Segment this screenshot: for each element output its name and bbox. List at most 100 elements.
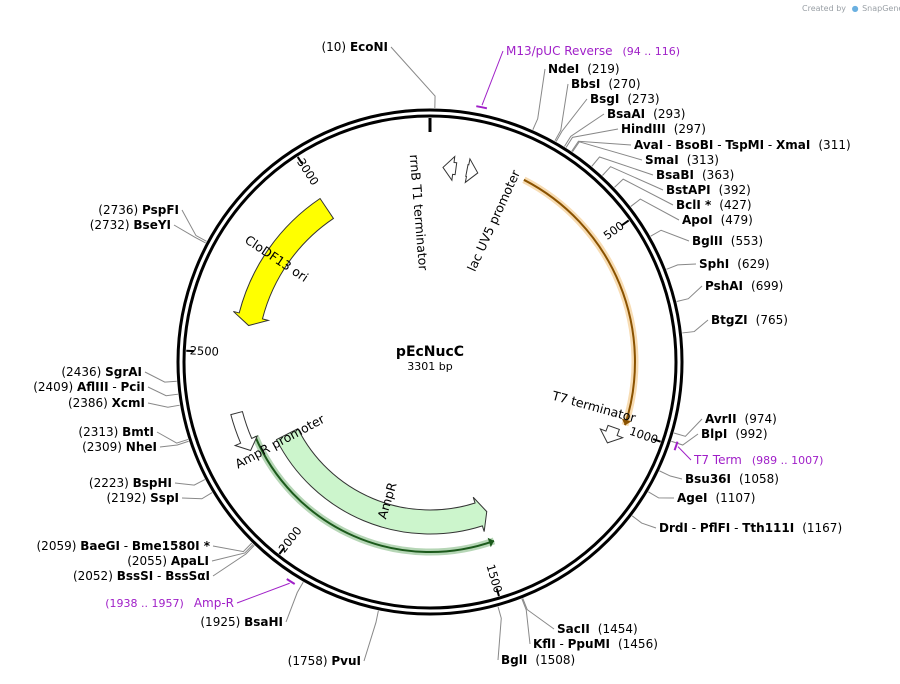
primer-leader-line (481, 50, 504, 106)
site-leader-line (181, 209, 207, 242)
site-bsphi[interactable]: (2223) BspHI (89, 476, 206, 490)
site-sspi[interactable]: (2192) SspI (106, 491, 213, 505)
feature-label-terminator-3: rrnB T1 terminator (407, 154, 431, 272)
site-bsu36i[interactable]: Bsu36I(1058) (659, 470, 779, 486)
site-afliii[interactable]: (2409) AflIII - PciI (33, 380, 179, 397)
site-leader-line (648, 491, 675, 499)
orf-arc (523, 178, 636, 426)
site-label: BsaBI(363) (656, 168, 734, 182)
site-avai[interactable]: AvaI - BsoBI - TspMI - XmaI(311) (571, 138, 851, 152)
site-leader-line (666, 263, 697, 270)
site-bsahi[interactable]: (1925) BsaHI (200, 581, 304, 629)
site-leader-line (591, 156, 654, 176)
feature-ampr (275, 428, 488, 535)
backbone-inner-circle (182, 114, 678, 610)
site-leader-line (363, 610, 379, 662)
site-bbsi[interactable]: BbsI(270) (554, 77, 641, 142)
site-layer: (10) EcoNINdeI(219)BbsI(270)BsgI(273)Bsa… (33, 40, 850, 668)
tick-label: 3000 (294, 156, 322, 188)
site-nhei[interactable]: (2309) NheI (82, 440, 189, 454)
site-apoi[interactable]: ApoI(479) (630, 198, 753, 227)
site-bcli[interactable]: BclI *(427) (614, 178, 752, 212)
site-drdi[interactable]: DrdI - PflFI - Tth111I(1167) (631, 515, 842, 535)
site-bglii[interactable]: BglII(553) (650, 229, 763, 248)
site-bsssi[interactable]: (2052) BssSI - BssSαI (73, 545, 255, 583)
tick-label: 2000 (276, 524, 305, 556)
site-leader-line (572, 141, 643, 161)
site-agei[interactable]: AgeI(1107) (648, 491, 755, 505)
site-label: BsgI(273) (590, 92, 660, 106)
credit-brand: SnapGene (862, 4, 900, 13)
site-apali[interactable]: (2055) ApaLI (127, 544, 254, 568)
primer-m13-puc-reverse[interactable]: M13/pUC Reverse(94 .. 116) (476, 44, 680, 110)
site-leader-line (676, 285, 703, 303)
site-label: SphI(629) (699, 257, 770, 271)
site-bmti[interactable]: (2313) BmtI (78, 425, 189, 444)
site-bsgi[interactable]: BsgI(273) (555, 92, 660, 142)
site-leader-line (521, 598, 531, 645)
site-smai[interactable]: SmaI(313) (572, 141, 719, 167)
tick-label: 2500 (189, 343, 219, 358)
backbone (176, 108, 684, 616)
site-label: (2409) AflIII - PciI (33, 380, 145, 394)
site-label: (2309) NheI (82, 440, 157, 454)
site-leader-line (147, 402, 180, 408)
site-label: PshAI(699) (705, 279, 783, 293)
plasmid-size: 3301 bp (407, 360, 452, 373)
site-leader-line (571, 140, 632, 152)
site-pshai[interactable]: PshAI(699) (676, 279, 784, 303)
site-kfli[interactable]: KflI - PpuMI(1456) (521, 598, 658, 651)
site-label: (1758) PvuI (288, 654, 361, 668)
site-leader-line (497, 606, 502, 661)
plasmid-name: pEcNucC (396, 344, 464, 360)
primer-leader-line (236, 582, 290, 604)
tick-mark (296, 156, 303, 165)
tick-mark (652, 438, 661, 443)
primer-label: T7 Term(989 .. 1007) (693, 453, 823, 467)
site-leader-line (673, 418, 703, 437)
site-label: AvaI - BsoBI - TspMI - XmaI(311) (634, 138, 851, 152)
orf-layer (251, 176, 639, 556)
tick-mark (495, 588, 500, 597)
site-hindiii[interactable]: HindIII(297) (565, 122, 706, 148)
site-baegi[interactable]: (2059) BaeGI - Bme1580I * (37, 539, 253, 553)
site-sphi[interactable]: SphI(629) (666, 257, 770, 271)
site-bstapi[interactable]: BstAPI(392) (602, 166, 751, 197)
site-leader-line (159, 440, 189, 448)
tick-mark (621, 219, 630, 226)
primer-amp-r[interactable]: (1938 .. 1957)Amp-R (105, 578, 296, 610)
site-leader-line (212, 545, 255, 577)
site-pvui[interactable]: (1758) PvuI (288, 610, 379, 668)
site-bgli[interactable]: BglI(1508) (497, 606, 575, 667)
site-bsabi[interactable]: BsaBI(363) (591, 156, 734, 182)
site-blpi[interactable]: BlpI(992) (671, 427, 768, 446)
site-label: SacII(1454) (557, 622, 638, 636)
site-econi[interactable]: (10) EcoNI (321, 40, 436, 109)
site-pspfi[interactable]: (2736) PspFI (98, 203, 207, 242)
primer-arc (673, 441, 679, 451)
site-label: BbsI(270) (571, 77, 641, 91)
site-leader-line (554, 83, 569, 142)
credit-prefix: Created by (802, 4, 846, 13)
feature-terminator-5 (599, 424, 625, 444)
site-xcmi[interactable]: (2386) XcmI (68, 396, 180, 410)
site-label: AvrII(974) (705, 412, 777, 426)
site-btgzi[interactable]: BtgZI(765) (682, 313, 788, 334)
orf-arrowhead (621, 418, 632, 426)
site-bsaai[interactable]: BsaAI(293) (564, 107, 685, 147)
primer-t7-term[interactable]: T7 Term(989 .. 1007) (673, 441, 824, 467)
feature-promoter-2 (230, 410, 259, 452)
site-label: (1925) BsaHI (200, 615, 283, 629)
site-sgrai[interactable]: (2436) SgrAI (61, 365, 177, 383)
site-label: (2736) PspFI (98, 203, 179, 217)
site-ndei[interactable]: NdeI(219) (532, 62, 620, 130)
site-label: BstAPI(392) (666, 183, 751, 197)
tick-mark (278, 547, 286, 555)
site-bseyi[interactable]: (2732) BseYI (90, 218, 206, 244)
primer-arc (286, 578, 296, 585)
site-avrii[interactable]: AvrII(974) (673, 412, 777, 437)
site-sacii[interactable]: SacII(1454) (522, 598, 638, 636)
site-label: BglI(1508) (501, 653, 575, 667)
orf-halo (522, 176, 639, 427)
